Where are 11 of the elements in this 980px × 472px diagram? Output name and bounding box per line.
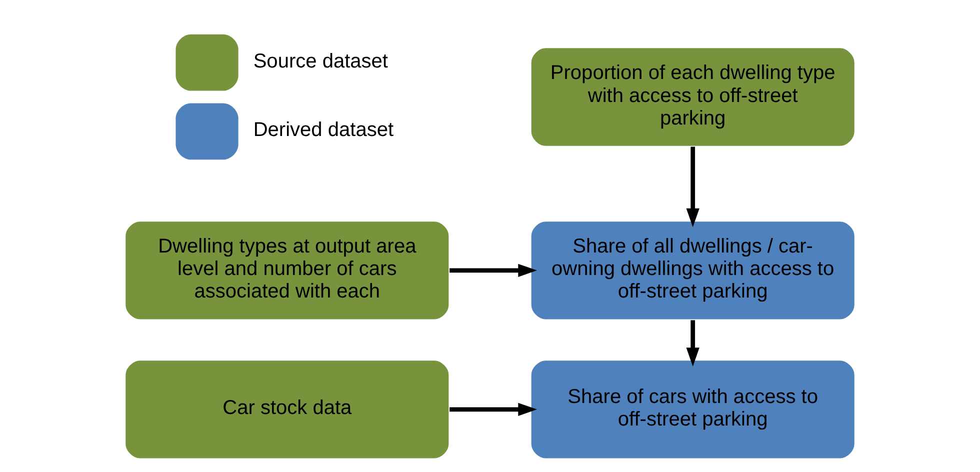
node-box: Share of all dwellings / car-owning dwellings with access to off-street parking (530, 220, 856, 321)
node-box: Car stock data (124, 359, 450, 460)
legend-label: Source dataset (253, 50, 388, 72)
node-box: Dwelling types at output area level and number of cars associated with each (124, 220, 450, 321)
arrow (686, 320, 700, 366)
arrow (450, 264, 537, 278)
arrow (686, 146, 700, 228)
legend-label: Derived dataset (253, 119, 394, 142)
node-box: Proportion of each dwelling type with access to off-street parking (530, 46, 856, 148)
node-box: Share of cars with access to off-street parking (530, 359, 856, 460)
arrow (450, 402, 537, 416)
